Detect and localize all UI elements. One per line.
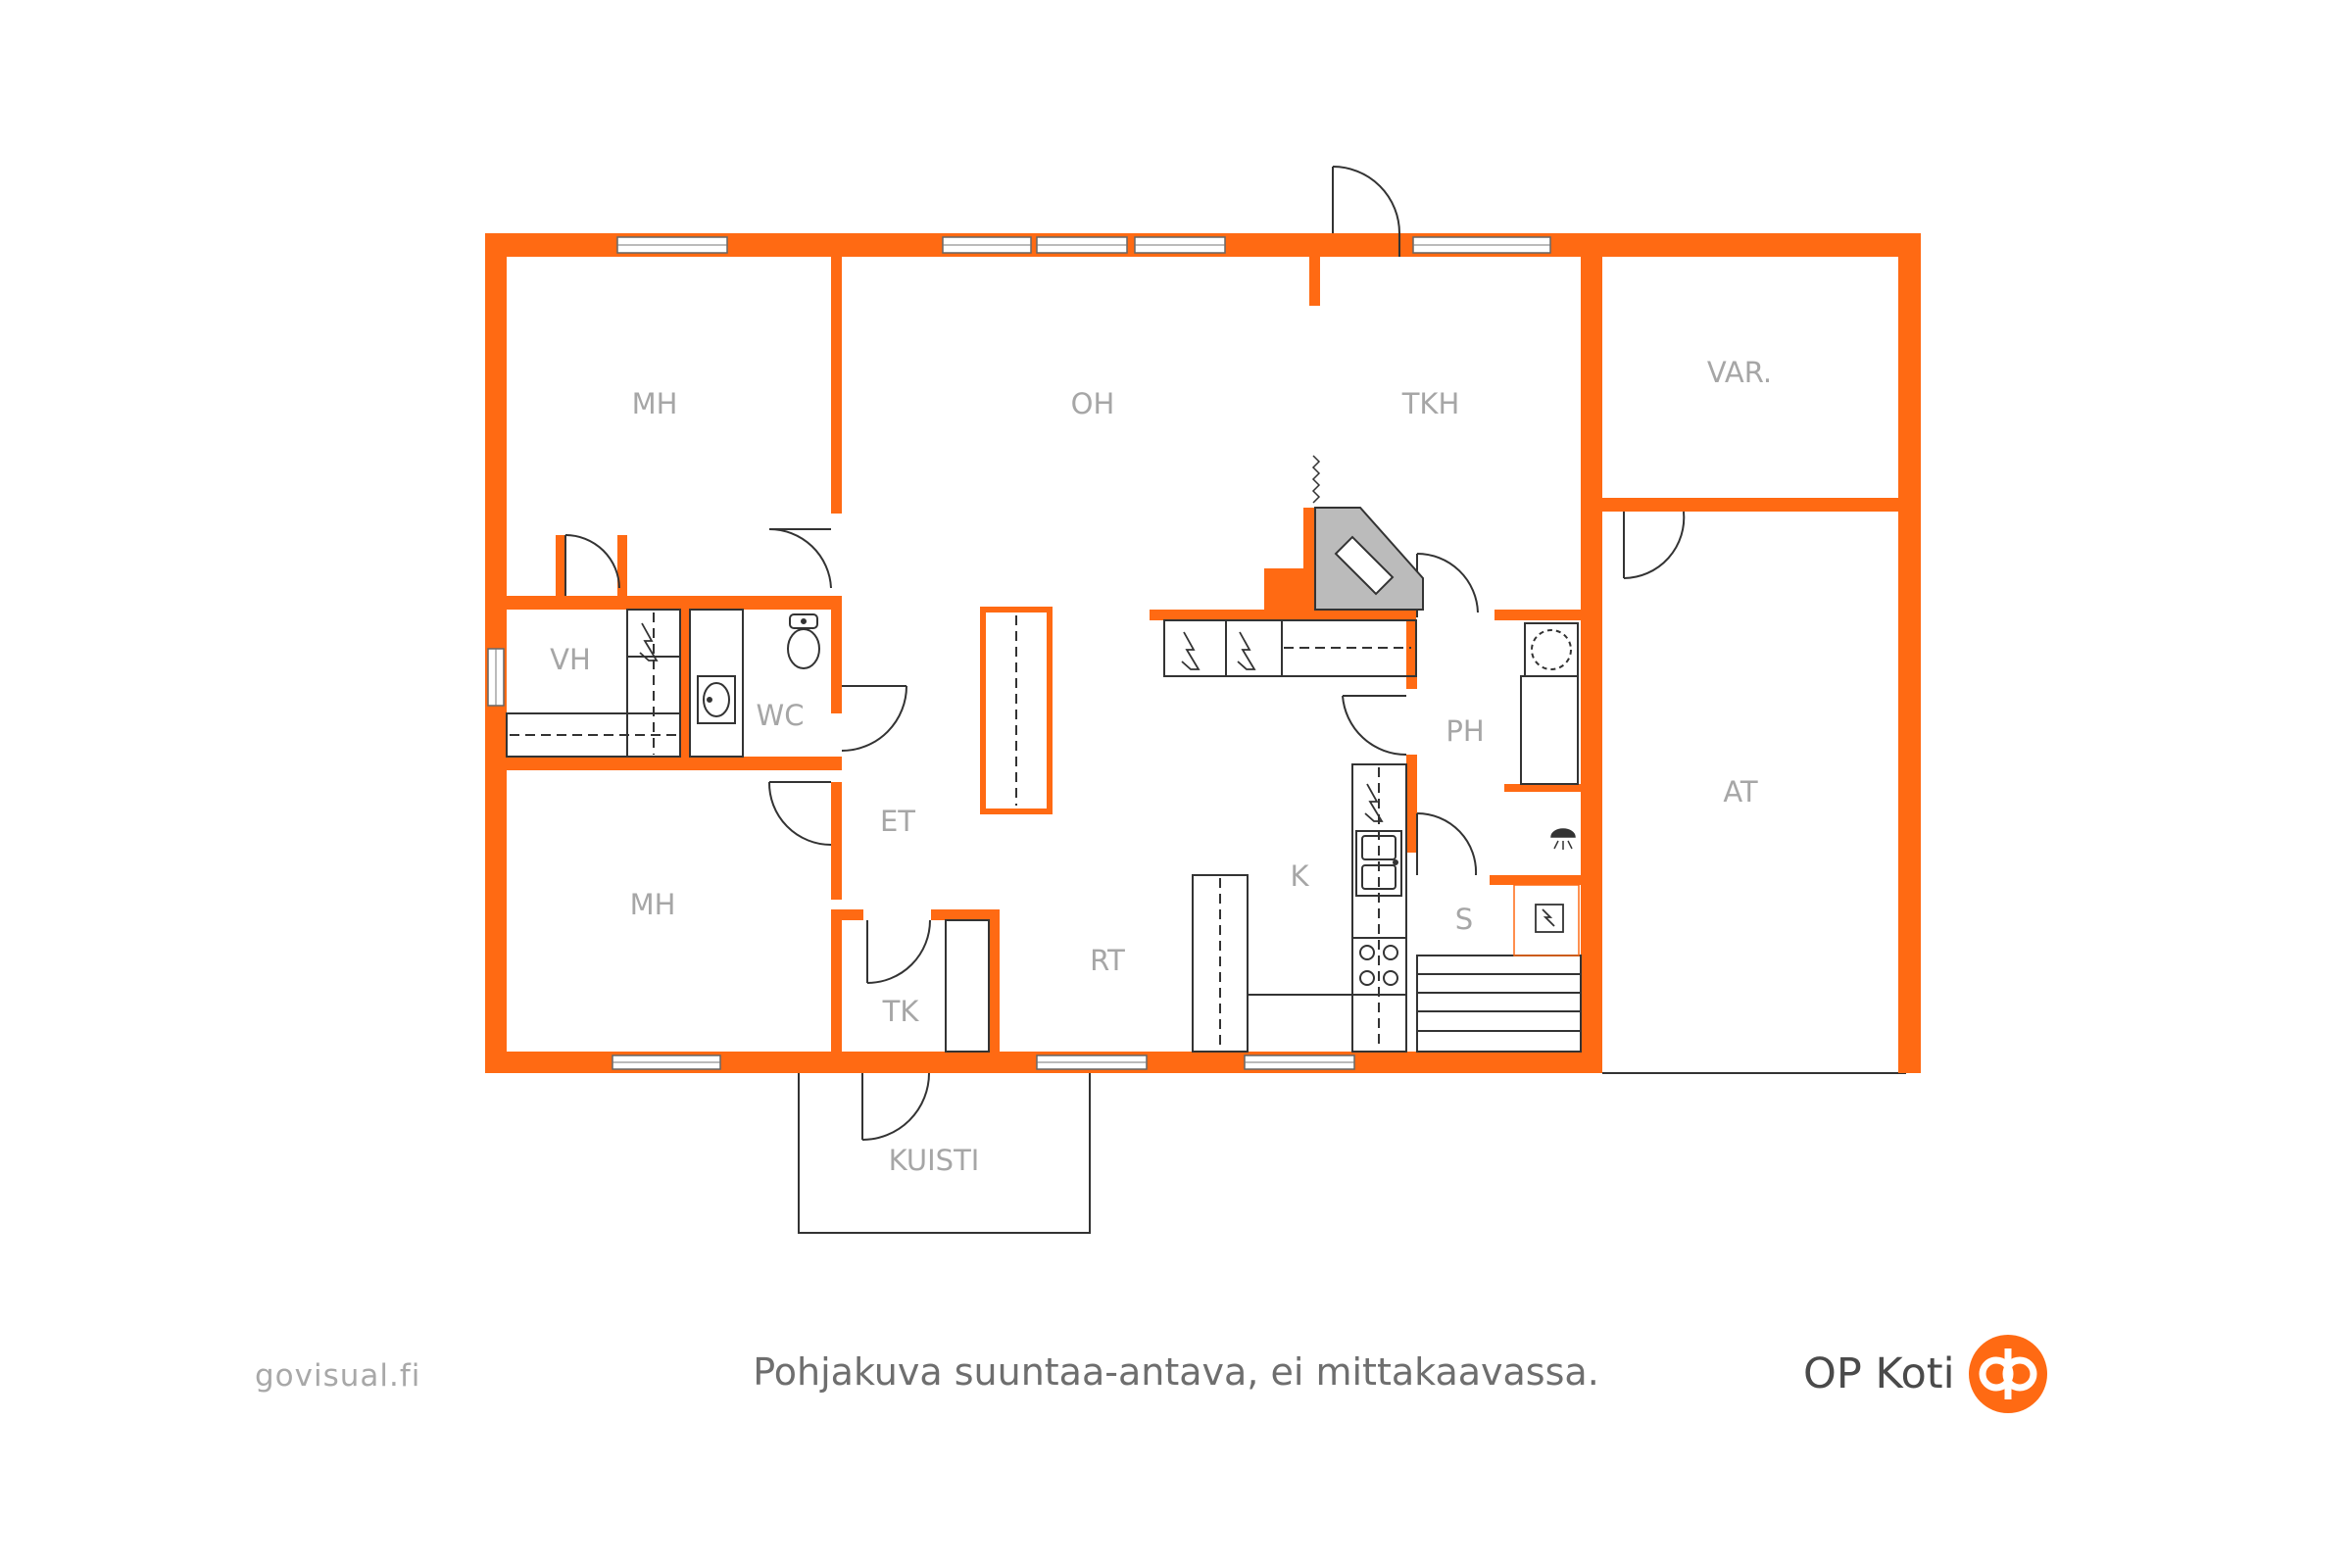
fireplace-icon — [1311, 455, 1424, 611]
doors — [564, 166, 1686, 1141]
logo-icon — [1968, 1335, 2047, 1413]
kitchen-sink-icon — [1355, 830, 1402, 897]
room-label-vh: VH — [550, 643, 591, 676]
stove-icon — [1351, 937, 1407, 996]
room-label-kuisti: KUISTI — [889, 1144, 980, 1177]
room-label-wc: WC — [757, 699, 805, 732]
room-label-mh-bottom: MH — [630, 888, 676, 921]
toilet-icon — [787, 613, 820, 669]
outlines — [798, 1072, 1906, 1234]
windows — [487, 236, 1551, 1070]
room-label-ph: PH — [1446, 714, 1484, 748]
fixtures — [506, 609, 1582, 1053]
sink-icon — [697, 675, 736, 724]
room-label-at: AT — [1723, 775, 1758, 808]
electric-outlet-icon — [639, 622, 1564, 933]
washing-machine-icon — [1524, 622, 1579, 677]
room-label-et: ET — [880, 805, 915, 838]
room-label-tkh: TKH — [1401, 387, 1460, 420]
window-lines — [495, 244, 1550, 1063]
room-label-rt: RT — [1090, 944, 1125, 977]
shower-icon — [1550, 828, 1576, 850]
room-label-var: VAR. — [1707, 356, 1772, 389]
brand-name: OP Koti — [1803, 1349, 1955, 1398]
walls — [485, 233, 1921, 1073]
brand: OP Koti — [1803, 1335, 2047, 1413]
room-label-k: K — [1290, 859, 1309, 893]
room-label-mh-top: MH — [632, 387, 678, 420]
room-label-oh: OH — [1071, 387, 1115, 420]
room-label-tk: TK — [882, 995, 920, 1028]
disclaimer-text: Pohjakuva suuntaa-antava, ei mittakaavas… — [753, 1350, 1599, 1394]
room-labels: MH OH TKH VAR. VH WC PH AT ET MH K S RT … — [550, 356, 1772, 1177]
credit-text: govisual.fi — [255, 1358, 421, 1394]
room-label-s: S — [1455, 903, 1473, 936]
